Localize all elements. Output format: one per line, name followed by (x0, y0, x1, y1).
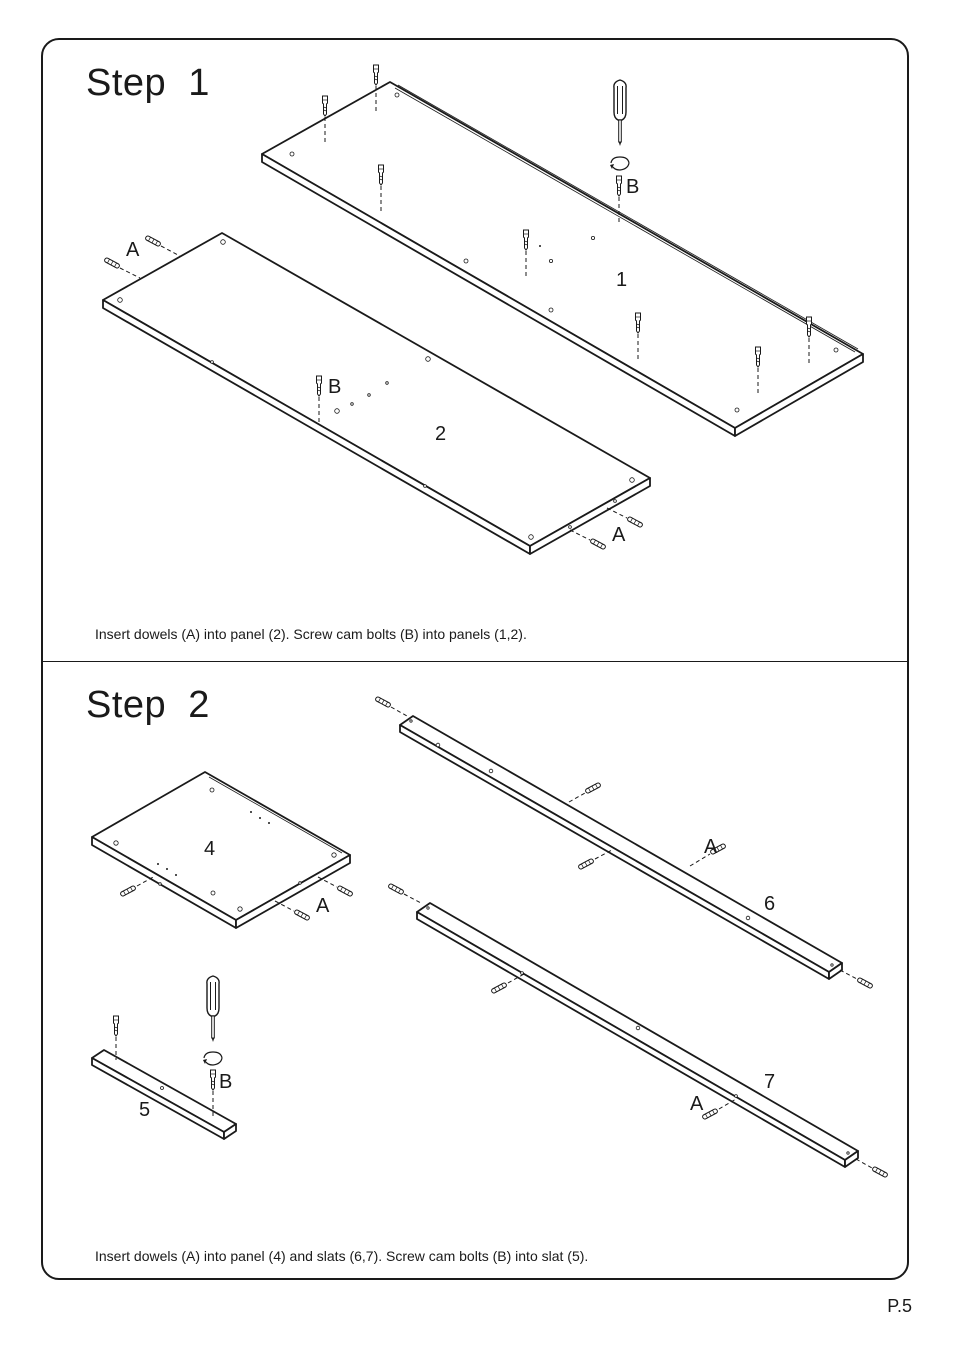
label-panel-1: 1 (616, 269, 627, 291)
step2-title: Step 2 (86, 684, 210, 726)
slat-6 (399, 715, 843, 980)
label-slat-5: 5 (139, 1099, 150, 1121)
label-cam-b-slat5: B (219, 1071, 232, 1093)
label-slat-7: 7 (764, 1071, 775, 1093)
label-dowel-a-panel4: A (316, 895, 330, 917)
dowels-panel-4 (119, 875, 354, 922)
panel-4 (91, 771, 351, 929)
step1-title: Step 1 (86, 62, 210, 104)
screwdriver-step1 (609, 79, 630, 171)
label-cam-b-mid: B (328, 376, 341, 398)
label-dowel-a-right: A (612, 524, 626, 546)
step1-caption: Insert dowels (A) into panel (2). Screw … (95, 626, 527, 642)
slat-7 (416, 902, 859, 1168)
step-divider (41, 661, 909, 662)
cam-bolts-slat-5 (113, 975, 223, 1117)
dowels-panel-2 (103, 234, 644, 551)
label-dowel-a-slat6: A (704, 836, 718, 858)
panel-1 (261, 81, 864, 437)
label-slat-6: 6 (764, 893, 775, 915)
page-frame (41, 38, 909, 1280)
step2-caption: Insert dowels (A) into panel (4) and sla… (95, 1248, 589, 1264)
label-panel-4: 4 (204, 838, 215, 860)
label-dowel-a-left: A (126, 239, 140, 261)
dowels-slat-7 (387, 882, 889, 1179)
cam-bolts-panel-1 (322, 64, 812, 394)
label-cam-b-top: B (626, 176, 639, 198)
slat-5 (91, 1049, 237, 1140)
page-number: P.5 (887, 1296, 912, 1316)
panel-2 (102, 232, 651, 555)
label-dowel-a-slat7: A (690, 1093, 704, 1115)
label-panel-2: 2 (435, 423, 446, 445)
dowels-slat-6 (374, 695, 874, 990)
